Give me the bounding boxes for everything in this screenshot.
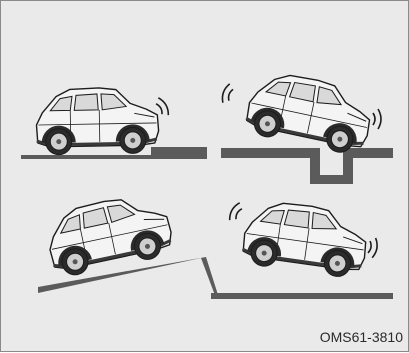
contact-waves: [373, 109, 381, 129]
figure-code: OMS61-3810: [320, 329, 403, 345]
scene-step: [21, 87, 207, 159]
contact-waves: [220, 83, 234, 105]
scene-pothole: [220, 67, 393, 184]
ground-pothole: [221, 148, 393, 184]
vehicle: [43, 189, 176, 279]
vehicle: [241, 198, 371, 280]
scene-uneven: [227, 198, 379, 280]
vehicle: [243, 67, 376, 157]
contact-waves: [227, 201, 244, 222]
vehicle: [36, 87, 159, 155]
contact-waves: [367, 237, 378, 258]
